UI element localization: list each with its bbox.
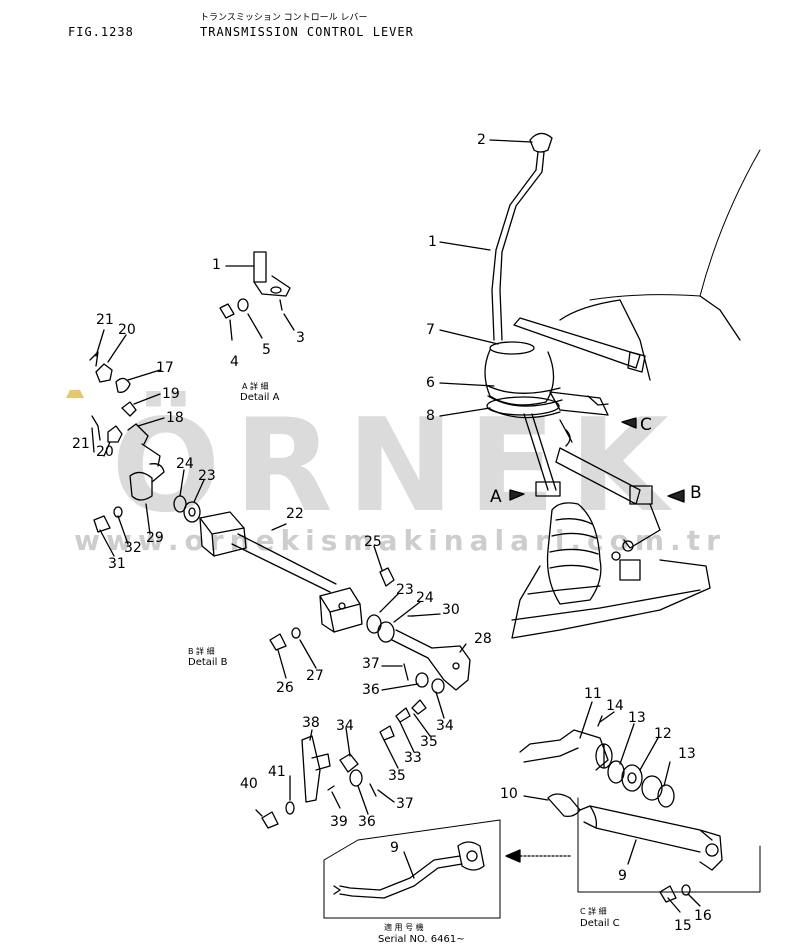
callout-number: 19 (162, 386, 180, 402)
callout-number: 36 (362, 682, 380, 698)
detail-b (89, 329, 471, 829)
callout-number: 30 (442, 602, 460, 618)
callout-number: 31 (108, 556, 126, 572)
arrow-to-c (621, 417, 637, 429)
callout-number: 33 (404, 750, 422, 766)
callout-number: 11 (584, 686, 602, 702)
callout-number: 14 (606, 698, 624, 714)
callout-number: 28 (474, 631, 492, 647)
watermark: ÖRNEK www.ornekismakinalari.com.tr (66, 390, 726, 557)
view-marker-b: B (690, 483, 702, 503)
view-marker-c: C (640, 415, 652, 435)
callout-number: 21 (96, 312, 114, 328)
serial-caption-jp: 適 用 号 機 (384, 922, 424, 932)
callout-number: 32 (124, 540, 142, 556)
arrow-to-b (667, 489, 685, 503)
callout-number: 4 (230, 354, 239, 370)
callout-number: 21 (72, 436, 90, 452)
detail-a-caption: Detail A (240, 392, 280, 403)
boot-ring-8 (486, 396, 560, 416)
callout-number: 13 (678, 746, 696, 762)
callout-number: 25 (364, 534, 382, 550)
callout-number: 18 (166, 410, 184, 426)
title-japanese: トランスミッション コントロール レバー (200, 12, 368, 23)
detail-a (219, 251, 295, 341)
callout-number: 34 (436, 718, 454, 734)
lever-knob (529, 132, 553, 153)
callout-number: 9 (618, 868, 627, 884)
view-marker-a: A (490, 487, 502, 507)
callout-number: 37 (396, 796, 414, 812)
lever-rod (491, 151, 539, 341)
callout-number: 12 (654, 726, 672, 742)
callout-number: 7 (426, 322, 435, 338)
serial-caption: Serial NO. 6461~ (378, 934, 465, 945)
detail-c-caption-jp: C 詳 細 (580, 906, 607, 916)
callout-number: 5 (262, 342, 271, 358)
callout-number: 20 (118, 322, 136, 338)
callout-number: 15 (674, 918, 692, 934)
title-english: TRANSMISSION CONTROL LEVER (200, 25, 414, 39)
callout-number: 36 (358, 814, 376, 830)
view-markers: C A B (490, 415, 702, 507)
callout-number: 22 (286, 506, 304, 522)
callout-number: 35 (388, 768, 406, 784)
detail-captions: A 詳 細 Detail A B 詳 細 Detail B C 詳 細 Deta… (188, 381, 620, 945)
callout-number: 3 (296, 330, 305, 346)
callout-number: 17 (156, 360, 174, 376)
callout-number: 23 (396, 582, 414, 598)
detail-a-caption-jp: A 詳 細 (242, 381, 269, 391)
callout-number: 39 (330, 814, 348, 830)
callout-number: 20 (96, 444, 114, 460)
detail-b-caption: Detail B (188, 657, 228, 668)
callout-number: 6 (426, 375, 435, 391)
callout-number: 34 (336, 718, 354, 734)
callout-number: 38 (302, 715, 320, 731)
callout-number: 9 (390, 840, 399, 856)
callout-number: 1 (428, 234, 437, 250)
callout-number: 27 (306, 668, 324, 684)
detail-c-caption: Detail C (580, 918, 620, 929)
main-assembly (484, 132, 761, 639)
callout-number: 16 (694, 908, 712, 924)
callout-number: 24 (176, 456, 194, 472)
callout-number: 13 (628, 710, 646, 726)
watermark-logo-accent (66, 390, 84, 398)
figure-number: FIG.1238 (68, 25, 134, 39)
watermark-url: www.ornekismakinalari.com.tr (74, 524, 726, 557)
callout-number: 41 (268, 764, 286, 780)
watermark-logo: ÖRNEK (111, 391, 682, 541)
callout-number: 8 (426, 408, 435, 424)
callout-number: 35 (420, 734, 438, 750)
callout-number: 23 (198, 468, 216, 484)
arrow-to-a (509, 489, 525, 501)
detail-c (519, 701, 761, 913)
callout-number: 2 (477, 132, 486, 148)
callout-number: 40 (240, 776, 258, 792)
callout-number: 10 (500, 786, 518, 802)
callout-number: 24 (416, 590, 434, 606)
callout-number: 26 (276, 680, 294, 696)
page-header: トランスミッション コントロール レバー FIG.1238 TRANSMISSI… (68, 12, 414, 39)
callout-number: 1 (212, 257, 221, 273)
boot-top (489, 341, 535, 355)
callout-number: 37 (362, 656, 380, 672)
callout-number: 29 (146, 530, 164, 546)
detail-b-caption-jp: B 詳 細 (188, 646, 215, 656)
serial-panel (323, 819, 571, 919)
boot-body (484, 349, 555, 406)
callout-numbers: 1 2 7 6 8 1 3 4 5 21 20 17 19 18 21 20 2… (72, 132, 712, 934)
